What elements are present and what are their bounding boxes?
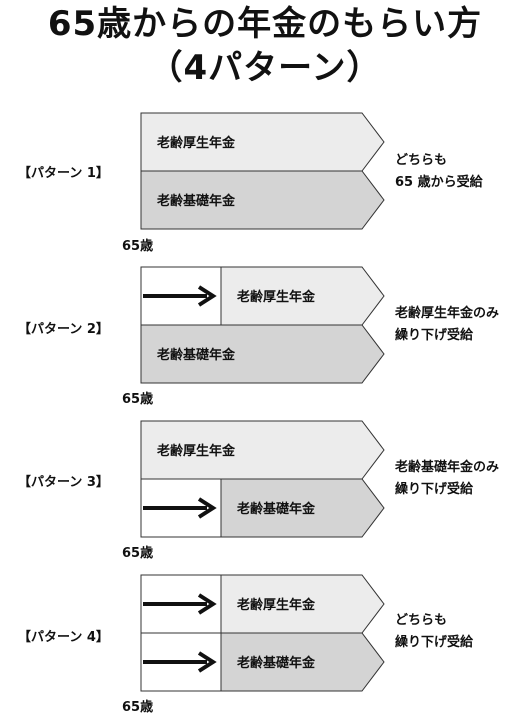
description-line: どちらも xyxy=(395,613,448,628)
kiso-nenkin-bar xyxy=(140,170,385,230)
kiso-nenkin-bar-label: 老齢基礎年金 xyxy=(156,193,236,209)
pattern-description-4: どちらも 繰り下げ受給 xyxy=(395,610,473,654)
deferral-arrow-icon xyxy=(197,593,217,615)
description-line: 老齢基礎年金のみ xyxy=(395,460,500,475)
kosei-nenkin-bar xyxy=(220,266,385,326)
description-line: 繰り下げ受給 xyxy=(395,482,474,497)
pattern-label-4: 【パターン 4】 xyxy=(18,630,109,645)
age-label-4: 65歳 xyxy=(122,700,154,715)
deferral-arrow-icon xyxy=(197,497,217,519)
kiso-nenkin-bar-label: 老齢基礎年金 xyxy=(236,501,316,517)
age-label-1: 65歳 xyxy=(122,239,154,254)
page-title: 65歳からの年金のもらい方 xyxy=(47,4,483,44)
pattern-description-1: どちらも 65 歳から受給 xyxy=(395,150,483,194)
description-line: どちらも xyxy=(395,153,448,168)
kiso-nenkin-bar-label: 老齢基礎年金 xyxy=(236,655,316,671)
pattern-description-3: 老齢基礎年金のみ 繰り下げ受給 xyxy=(395,457,499,501)
description-line: 繰り下げ受給 xyxy=(395,328,474,343)
deferral-arrow-icon xyxy=(197,651,217,673)
kosei-nenkin-bar xyxy=(220,574,385,634)
kosei-nenkin-bar-label: 老齢厚生年金 xyxy=(236,597,316,613)
kosei-nenkin-bar-label: 老齢厚生年金 xyxy=(156,443,236,459)
kosei-nenkin-bar-label: 老齢厚生年金 xyxy=(156,135,236,151)
pattern-description-2: 老齢厚生年金のみ 繰り下げ受給 xyxy=(395,303,499,347)
kiso-nenkin-bar xyxy=(140,324,385,384)
pattern-label-3: 【パターン 3】 xyxy=(18,475,109,490)
description-line: 65 歳から受給 xyxy=(395,175,483,190)
kosei-nenkin-bar xyxy=(140,420,385,480)
deferral-arrow-icon xyxy=(197,285,217,307)
pattern-label-1: 【パターン 1】 xyxy=(18,166,109,181)
kosei-nenkin-bar-label: 老齢厚生年金 xyxy=(236,289,316,305)
age-label-3: 65歳 xyxy=(122,546,154,561)
description-line: 繰り下げ受給 xyxy=(395,635,474,650)
description-line: 老齢厚生年金のみ xyxy=(395,306,500,321)
page-subtitle: （4パターン） xyxy=(148,48,382,88)
kiso-nenkin-bar xyxy=(220,478,385,538)
kiso-nenkin-bar-label: 老齢基礎年金 xyxy=(156,347,236,363)
age-label-2: 65歳 xyxy=(122,392,154,407)
pattern-label-2: 【パターン 2】 xyxy=(18,322,109,337)
kosei-nenkin-bar xyxy=(140,112,385,172)
kiso-nenkin-bar xyxy=(220,632,385,692)
